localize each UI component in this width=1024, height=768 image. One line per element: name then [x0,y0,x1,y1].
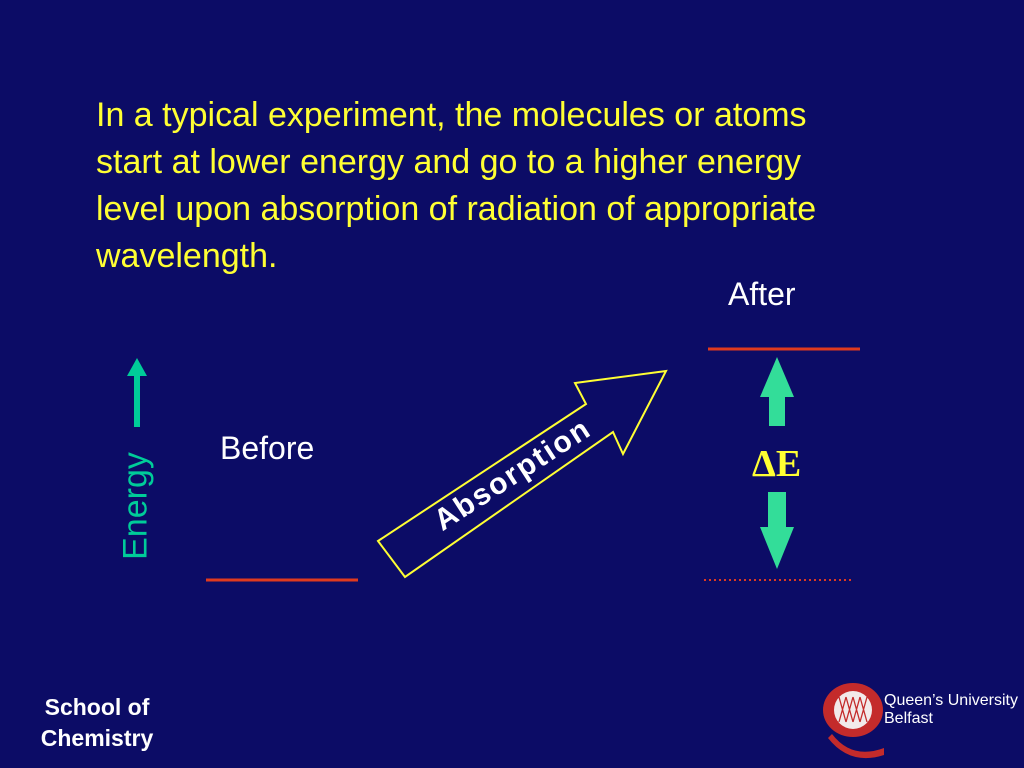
description-text: In a typical experiment, the molecules o… [96,92,976,280]
delta-e-label: ΔE [752,443,802,485]
absorption-arrow [376,369,668,579]
university-logo-icon [823,683,884,759]
delta-up-arrow [760,357,794,426]
school-footer: School of Chemistry [22,692,172,754]
energy-up-arrow [127,358,147,427]
after-label: After [728,276,796,312]
delta-down-arrow [760,492,794,569]
logo-name-line: Belfast [884,710,933,727]
logo-name-line: Queen’s University [884,692,1018,709]
description-line: In a typical experiment, the molecules o… [96,96,807,134]
description-line: level upon absorption of radiation of ap… [96,190,817,228]
university-logo-text: Queen’s University Belfast [884,692,1018,728]
footer-line: Chemistry [40,725,154,751]
description-line: start at lower energy and go to a higher… [96,143,801,181]
description-line: wavelength. [96,237,278,275]
footer-line: School of [44,694,150,720]
energy-axis-label: Energy [116,452,155,560]
before-label: Before [220,430,315,466]
